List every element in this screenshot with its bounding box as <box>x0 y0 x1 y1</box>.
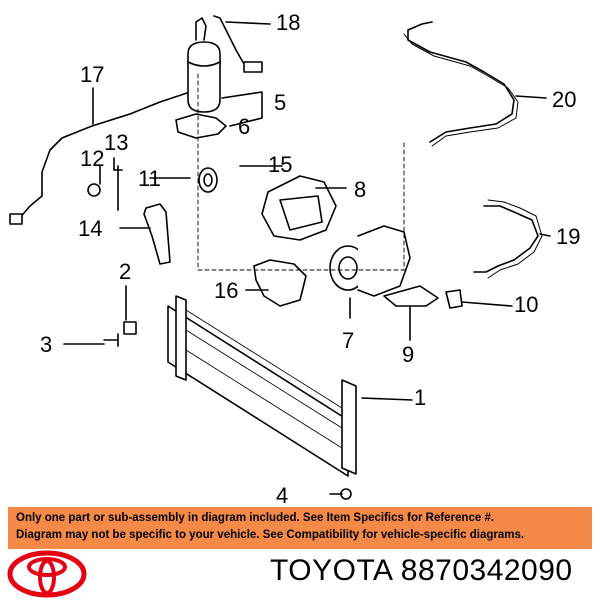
callout-labels: 1 2 3 4 5 6 7 8 9 10 11 12 13 14 15 16 1… <box>40 10 580 505</box>
condenser-1 <box>167 305 349 477</box>
callout-6: 6 <box>238 114 250 139</box>
disclaimer-line-2: Diagram may not be specific to your vehi… <box>16 529 525 541</box>
bolt-3 <box>103 333 119 347</box>
heat-shield-16 <box>253 259 307 307</box>
bracket-6 <box>175 113 227 139</box>
receiver-drier-5 <box>187 41 221 113</box>
brand-part-number: TOYOTA 8870342090 <box>270 554 573 588</box>
callout-13: 13 <box>104 130 128 155</box>
parts-diagram: 1 2 3 4 5 6 7 8 9 10 11 12 13 14 15 16 1… <box>9 10 580 505</box>
callout-19: 19 <box>556 224 580 249</box>
hose-19 <box>473 205 539 273</box>
callout-2: 2 <box>119 259 131 284</box>
callout-14: 14 <box>78 216 102 241</box>
callout-1: 1 <box>414 385 426 410</box>
callout-8: 8 <box>354 177 366 202</box>
callout-4: 4 <box>276 483 288 505</box>
toyota-logo-icon <box>7 550 87 598</box>
discharge-hose-20 <box>407 21 515 143</box>
leader-lines <box>63 21 551 495</box>
nut-12 <box>87 183 101 197</box>
disclaimer-banner: Only one part or sub-assembly in diagram… <box>8 507 592 549</box>
suction-hose-17 <box>17 89 197 221</box>
callout-16: 16 <box>214 278 238 303</box>
bolt-13 <box>113 165 123 211</box>
callout-3: 3 <box>40 332 52 357</box>
brand-name: TOYOTA <box>270 554 392 587</box>
callout-18: 18 <box>276 10 300 35</box>
bracket-14 <box>143 203 171 265</box>
callout-5: 5 <box>274 90 286 115</box>
bracket-8 <box>261 175 337 241</box>
bolt-2 <box>123 321 137 335</box>
callout-10: 10 <box>514 292 538 317</box>
compressor-body <box>357 225 411 297</box>
callout-11: 11 <box>138 166 161 191</box>
callout-20: 20 <box>552 87 576 112</box>
bracket-9 <box>383 285 439 307</box>
disclaimer-line-1: Only one part or sub-assembly in diagram… <box>16 512 495 524</box>
callout-9: 9 <box>402 342 414 367</box>
fitting-10 <box>445 289 463 309</box>
callout-12: 12 <box>80 146 104 171</box>
pulley-11 <box>198 167 218 193</box>
part-number: 8870342090 <box>400 554 573 587</box>
callout-7: 7 <box>342 328 354 353</box>
callout-15: 15 <box>268 152 292 177</box>
callout-17: 17 <box>80 62 104 87</box>
